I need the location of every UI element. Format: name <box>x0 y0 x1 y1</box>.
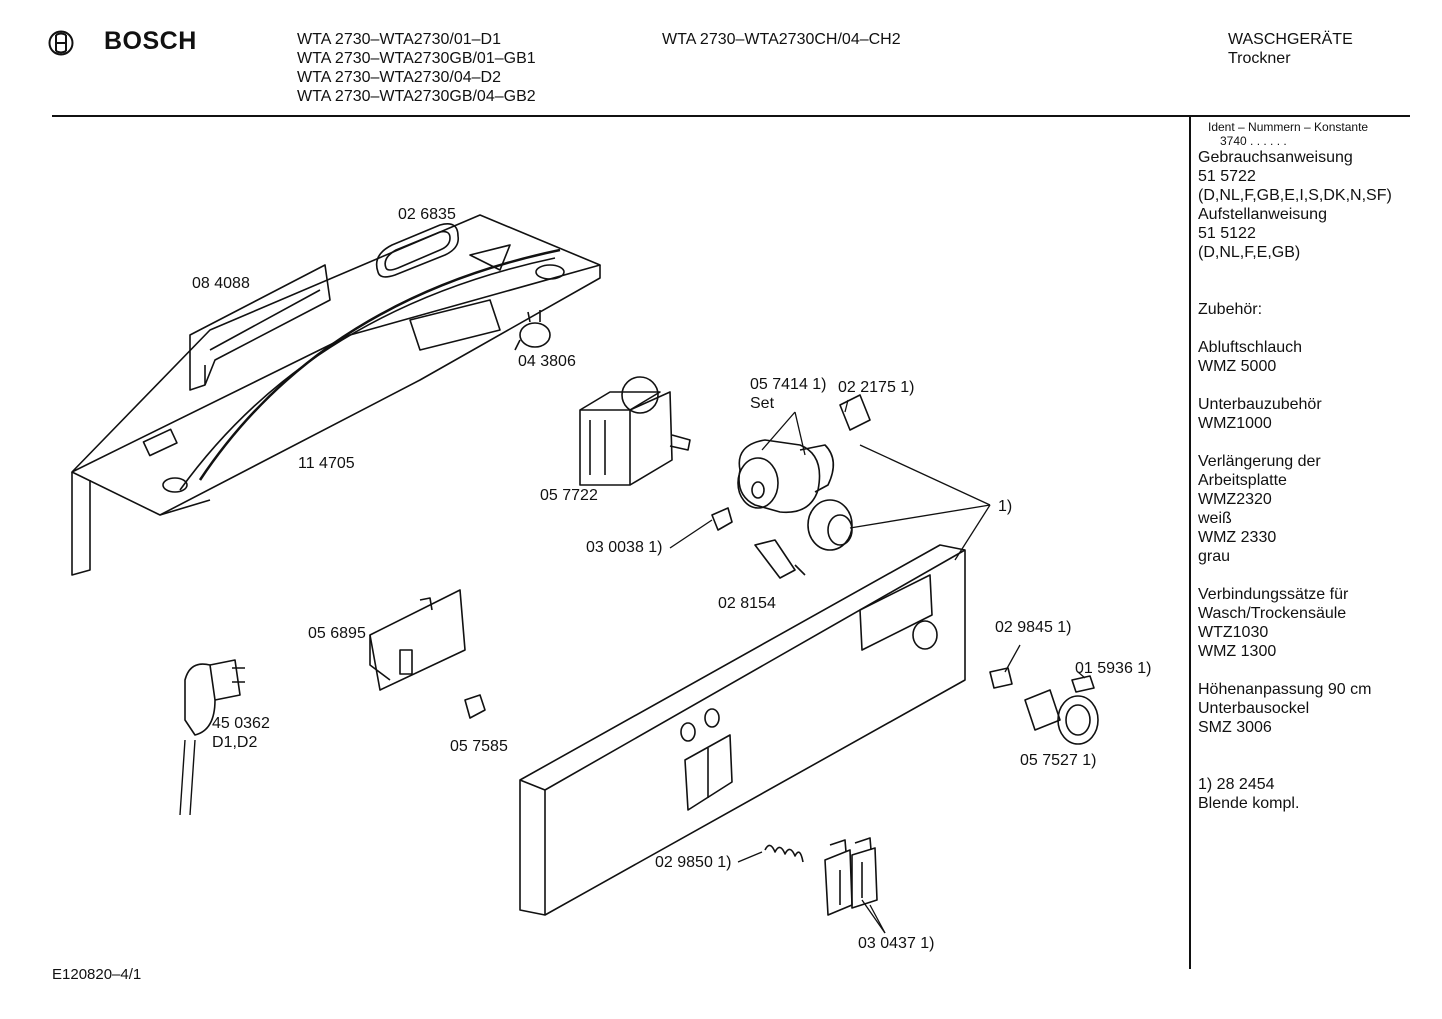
front-panel <box>519 544 966 916</box>
knob-assembly <box>737 439 853 551</box>
program-knob <box>989 667 1099 745</box>
sidebar-text-row: 1) 28 2454 <box>1198 776 1275 793</box>
sidebar-text-row: Blende kompl. <box>1198 795 1300 812</box>
sidebar-text-row: Höhenanpassung 90 cm <box>1198 681 1372 698</box>
capacitor <box>514 310 551 351</box>
sidebar-rows: Gebrauchsanweisung 51 5722 (D,NL,F,GB,E,I,… <box>1198 148 1392 813</box>
switch-buttons <box>824 837 878 916</box>
spring <box>764 844 804 863</box>
header-divider <box>52 115 1410 117</box>
category: WASCHGERÄTE Trockner <box>1228 30 1353 68</box>
model-line: WTA 2730–WTA2730/04–D2 <box>297 69 501 86</box>
sidebar-text-row: Abluftschlauch <box>1198 339 1303 356</box>
category-title: WASCHGERÄTE <box>1228 31 1353 48</box>
sidebar-text-row: Unterbauzubehör <box>1198 396 1322 413</box>
sidebar-text-row: Wasch/Trockensäule <box>1198 605 1347 622</box>
part-label-043806: 04 3806 <box>518 353 576 370</box>
part-label-028154: 02 8154 <box>718 595 776 612</box>
sidebar-text-row: SMZ 3006 <box>1198 719 1272 736</box>
sidebar-text-row: WMZ2320 <box>1198 491 1272 508</box>
part-label-029850: 02 9850 1) <box>655 854 732 871</box>
ident-title: Ident – Nummern – Konstante <box>1208 120 1369 134</box>
seal-ring <box>375 223 460 278</box>
sidebar-text-row: 51 5122 <box>1198 225 1256 242</box>
sidebar-text-row: Aufstellanweisung <box>1198 206 1327 223</box>
ident-value: 3740 . . . . . . <box>1220 134 1287 148</box>
part-label-022175: 02 2175 1) <box>838 379 915 396</box>
part-label-029845: 02 9845 1) <box>995 619 1072 636</box>
part-label-030038: 03 0038 1) <box>586 539 663 556</box>
category-subtitle: Trockner <box>1228 50 1291 67</box>
sidebar-text-row: WMZ 1300 <box>1198 643 1277 660</box>
sidebar-text-row: WMZ 2330 <box>1198 529 1277 546</box>
sidebar-text-row: Verbindungssätze für <box>1198 586 1349 603</box>
model-line: WTA 2730–WTA2730GB/01–GB1 <box>297 50 536 67</box>
sidebar-text-row: (D,NL,F,GB,E,I,S,DK,N,SF) <box>1198 187 1392 204</box>
part-label-015936: 01 5936 1) <box>1075 660 1152 677</box>
small-parts <box>711 394 871 579</box>
sidebar-text-row: weiß <box>1198 510 1232 527</box>
model-line-ch: WTA 2730–WTA2730CH/04–CH2 <box>662 31 901 48</box>
part-label-030437: 03 0437 1) <box>858 935 935 952</box>
sidebar-text-row: Zubehör: <box>1198 301 1263 318</box>
brand-name: BOSCH <box>104 27 197 55</box>
model-list: WTA 2730–WTA2730/01–D1 WTA 2730–WTA2730G… <box>297 30 536 106</box>
part-label-450362-variant: D1,D2 <box>212 734 258 751</box>
part-label-026835: 02 6835 <box>398 206 456 223</box>
sidebar: Ident – Nummern – Konstante 3740 . . . .… <box>1198 120 1392 813</box>
part-label-114705: 11 4705 <box>298 455 355 472</box>
timer-unit <box>579 376 691 486</box>
sidebar-divider <box>1189 117 1191 969</box>
part-label-450362: 45 0362 <box>212 715 270 732</box>
part-label-057414-set: Set <box>750 395 775 412</box>
sidebar-text-row: WTZ1030 <box>1198 624 1269 641</box>
bosch-logo-icon <box>48 30 74 56</box>
document-code: E120820–4/1 <box>52 966 142 983</box>
sidebar-text-row: grau <box>1198 548 1231 565</box>
model-line: WTA 2730–WTA2730GB/04–GB2 <box>297 88 536 105</box>
sidebar-text-row: Unterbausockel <box>1198 700 1310 717</box>
model-line: WTA 2730–WTA2730/01–D1 <box>297 31 501 48</box>
power-plug <box>179 659 245 816</box>
part-label-084088: 08 4088 <box>192 275 250 292</box>
part-label-057722: 05 7722 <box>540 487 598 504</box>
bracket-part <box>189 264 331 391</box>
leader-lines <box>669 399 1086 934</box>
sidebar-text-row: WMZ1000 <box>1198 415 1272 432</box>
sidebar-text-row: (D,NL,F,E,GB) <box>1198 244 1301 261</box>
sidebar-text-row: 51 5722 <box>1198 168 1256 185</box>
cross-member-frame <box>71 214 601 576</box>
part-label-057414: 05 7414 1) <box>750 376 827 393</box>
control-board <box>369 589 486 719</box>
sidebar-text-row: Arbeitsplatte <box>1198 472 1287 489</box>
part-label-057527: 05 7527 1) <box>1020 752 1097 769</box>
part-label-056895: 05 6895 <box>308 625 366 642</box>
sidebar-text-row: WMZ 5000 <box>1198 358 1277 375</box>
sidebar-text-row: Gebrauchsanweisung <box>1198 149 1353 166</box>
part-label-057585: 05 7585 <box>450 738 508 755</box>
sidebar-text-row: Verlängerung der <box>1198 453 1321 470</box>
part-label-ref1: 1) <box>998 498 1013 515</box>
